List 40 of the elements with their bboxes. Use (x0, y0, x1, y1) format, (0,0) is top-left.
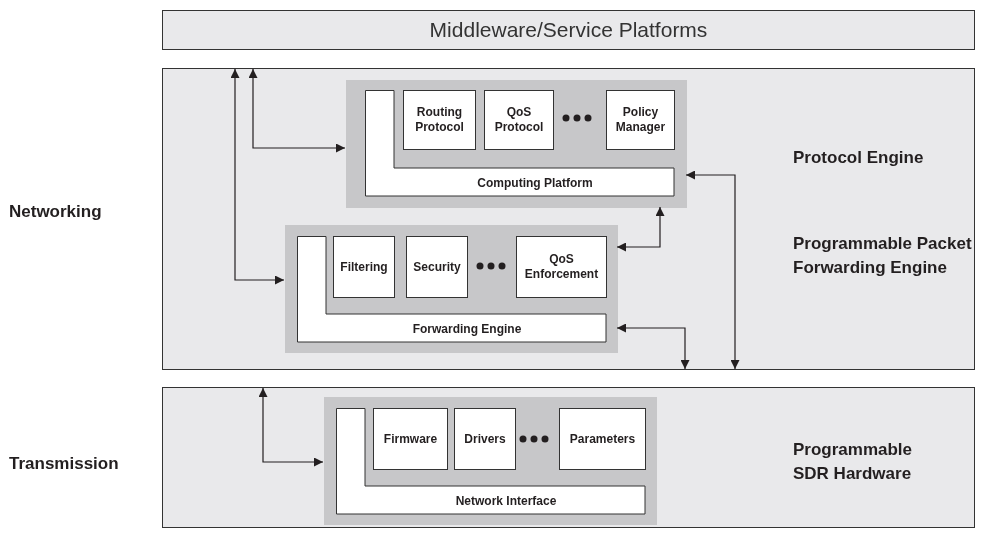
base-platform (336, 408, 646, 515)
module-label: Protocol Engine (793, 147, 925, 169)
arrow (616, 323, 690, 370)
module-label: Programmable Packet Forwarding Engine (793, 233, 973, 279)
arrow (258, 387, 324, 467)
component-box (606, 90, 675, 150)
component-box (454, 408, 516, 470)
component-label: Routing Protocol (414, 104, 465, 136)
component-label: Policy Manager (614, 104, 667, 136)
component-box (484, 90, 554, 150)
component-label: Filtering (339, 258, 389, 276)
arrow (248, 68, 346, 153)
layer-label: Transmission (9, 453, 120, 475)
component-label: QoS Enforcement (523, 251, 600, 283)
component-box (403, 90, 476, 150)
component-box (373, 408, 448, 470)
component-label: Security (412, 258, 462, 276)
layer-label: Networking (9, 201, 103, 223)
component-box (406, 236, 468, 298)
component-label: Firmware (382, 430, 439, 448)
platform-label: Network Interface (454, 493, 558, 510)
component-box (516, 236, 607, 298)
arrow (616, 206, 665, 252)
module-label: Programmable SDR Hardware (793, 439, 914, 485)
component-label: QoS Protocol (493, 104, 545, 136)
arrow (230, 68, 285, 285)
platform-label: Forwarding Engine (411, 321, 523, 338)
layer-title: Middleware/Service Platforms (428, 17, 709, 43)
layer-box (162, 10, 975, 50)
component-label: Parameters (568, 430, 637, 448)
module-panel (346, 80, 687, 208)
module-panel (285, 225, 618, 353)
component-box (333, 236, 395, 298)
base-platform (297, 236, 607, 343)
platform-label: Computing Platform (476, 175, 594, 192)
arrow (685, 170, 740, 370)
module-panel (324, 397, 657, 525)
base-platform (365, 90, 675, 197)
component-box (559, 408, 646, 470)
component-label: Drivers (463, 430, 507, 448)
